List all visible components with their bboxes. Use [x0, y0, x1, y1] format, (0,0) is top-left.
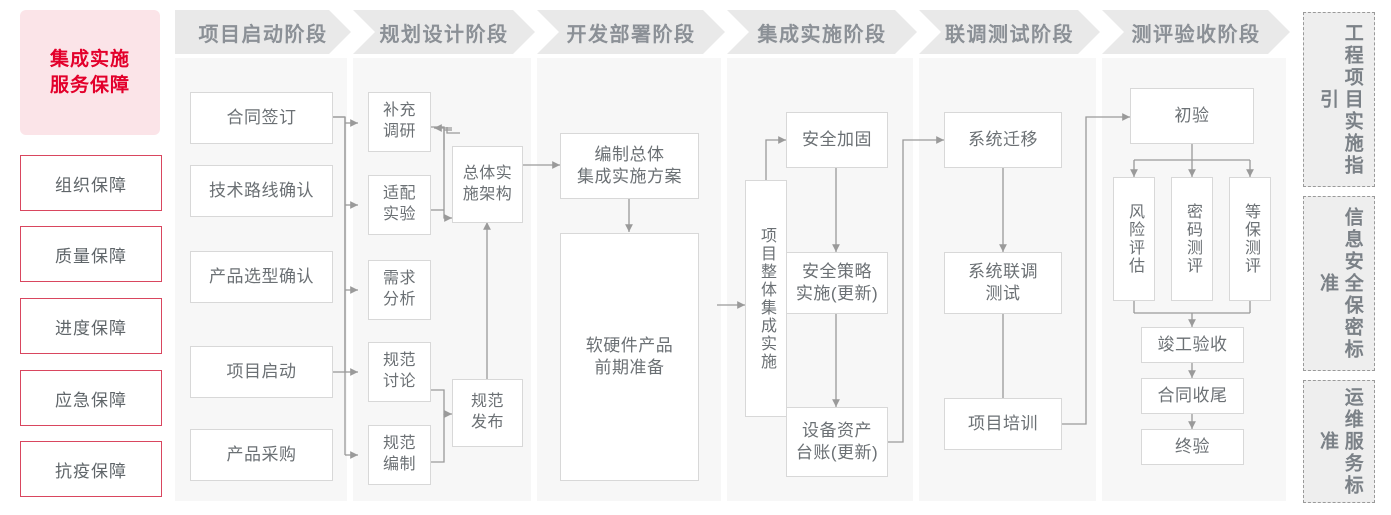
panel-operations-service-standard[interactable]: 运维服务标准: [1303, 380, 1375, 503]
node-standard-drafting-l2: 编制: [382, 456, 416, 473]
node-supplementary-research[interactable]: 补充 调研: [368, 92, 431, 152]
node-mlps-evaluation[interactable]: 等保测评: [1229, 177, 1271, 301]
panel-security-label: 信息安全保密标准: [1317, 206, 1363, 361]
node-hw-sw-preparation[interactable]: 软硬件产品 前期准备: [560, 233, 699, 481]
node-security-policy-l1: 安全策略: [801, 261, 872, 281]
node-preliminary-acceptance[interactable]: 初验: [1130, 88, 1254, 144]
node-supplementary-research-l1: 补充: [382, 102, 416, 120]
node-overall-plan-l1: 编制总体: [594, 144, 665, 164]
node-equipment-asset-ledger[interactable]: 设备资产 台账(更新): [786, 407, 888, 477]
node-standard-drafting[interactable]: 规范 编制: [368, 425, 431, 485]
node-joint-test-l1: 系统联调: [968, 261, 1038, 281]
node-standard-discussion-l2: 讨论: [382, 373, 416, 390]
stage-header-1[interactable]: 项目启动阶段: [175, 10, 351, 54]
node-asset-ledger-l2: 台账(更新): [795, 443, 879, 462]
guarantee-title: 集成实施 服务保障: [20, 10, 160, 135]
node-project-overall-integration[interactable]: 项目整体集成实施: [745, 180, 787, 417]
node-adaptation-experiment[interactable]: 适配 实验: [368, 175, 431, 235]
node-risk-assessment[interactable]: 风险评估: [1113, 177, 1155, 301]
panel-engineering-guideline[interactable]: 工程项目实施指引: [1303, 12, 1375, 187]
stage-header-4[interactable]: 集成实施阶段: [727, 10, 917, 54]
stage-header-6[interactable]: 测评验收阶段: [1102, 10, 1290, 54]
node-joint-test-l2: 测试: [985, 284, 1021, 303]
node-cryptography-evaluation[interactable]: 密码测评: [1171, 177, 1213, 301]
node-standard-release-l2: 发布: [470, 414, 504, 431]
guarantee-item-quality[interactable]: 质量保障: [20, 226, 162, 282]
node-hw-sw-prep-l1: 软硬件产品: [585, 335, 674, 355]
guarantee-item-epidemic[interactable]: 抗疫保障: [20, 441, 162, 497]
panel-information-security-standard[interactable]: 信息安全保密标准: [1303, 196, 1375, 371]
node-overall-arch-l2: 施架构: [462, 185, 513, 203]
node-standard-release[interactable]: 规范 发布: [452, 379, 523, 447]
guarantee-item-schedule[interactable]: 进度保障: [20, 298, 162, 354]
panel-operations-label: 运维服务标准: [1317, 386, 1363, 497]
node-overall-arch-l1: 总体实: [462, 164, 513, 182]
guarantee-title-line1: 集成实施: [49, 48, 130, 70]
stage-header-2[interactable]: 规划设计阶段: [353, 10, 535, 54]
node-requirement-analysis[interactable]: 需求 分析: [368, 260, 431, 320]
stage-header-3[interactable]: 开发部署阶段: [537, 10, 725, 54]
node-asset-ledger-l1: 设备资产: [801, 420, 872, 440]
node-adaptation-experiment-l1: 适配: [382, 185, 416, 203]
node-security-policy-implementation[interactable]: 安全策略 实施(更新): [786, 252, 888, 314]
node-product-purchase[interactable]: 产品采购: [190, 429, 333, 481]
node-standard-drafting-l1: 规范: [382, 435, 416, 453]
node-security-policy-l2: 实施(更新): [795, 284, 879, 303]
node-adaptation-experiment-l2: 实验: [382, 206, 416, 223]
guarantee-item-emergency[interactable]: 应急保障: [20, 370, 162, 426]
node-requirement-analysis-l2: 分析: [382, 291, 416, 308]
guarantee-item-organization[interactable]: 组织保障: [20, 155, 162, 211]
stage-header-5[interactable]: 联调测试阶段: [919, 10, 1100, 54]
node-standard-discussion-l1: 规范: [382, 352, 416, 370]
node-supplementary-research-l2: 调研: [382, 123, 416, 140]
node-system-migration[interactable]: 系统迁移: [944, 112, 1062, 168]
node-tech-route-confirm[interactable]: 技术路线确认: [190, 165, 333, 217]
node-project-kickoff[interactable]: 项目启动: [190, 346, 333, 398]
guarantee-title-line2: 服务保障: [49, 74, 130, 96]
node-completion-acceptance[interactable]: 竣工验收: [1141, 327, 1244, 363]
node-contract-signing[interactable]: 合同签订: [190, 92, 333, 144]
node-standard-release-l1: 规范: [470, 393, 504, 411]
node-product-selection[interactable]: 产品选型确认: [190, 251, 333, 303]
node-standard-discussion[interactable]: 规范 讨论: [368, 342, 431, 402]
node-security-hardening[interactable]: 安全加固: [786, 112, 888, 168]
node-requirement-analysis-l1: 需求: [382, 270, 416, 288]
panel-engineering-label: 工程项目实施指引: [1317, 22, 1363, 177]
node-contract-closure[interactable]: 合同收尾: [1141, 378, 1244, 414]
node-system-joint-debug-test[interactable]: 系统联调 测试: [944, 252, 1062, 314]
guarantee-column: 集成实施 服务保障 组织保障 质量保障 进度保障 应急保障 抗疫保障: [20, 10, 162, 505]
node-overall-plan-l2: 集成实施方案: [577, 167, 682, 186]
node-hw-sw-prep-l2: 前期准备: [594, 358, 665, 377]
node-overall-implementation-architecture[interactable]: 总体实 施架构: [452, 146, 523, 223]
node-final-acceptance[interactable]: 终验: [1141, 429, 1244, 465]
node-overall-integration-plan[interactable]: 编制总体 集成实施方案: [560, 133, 699, 199]
node-project-training[interactable]: 项目培训: [944, 398, 1062, 450]
